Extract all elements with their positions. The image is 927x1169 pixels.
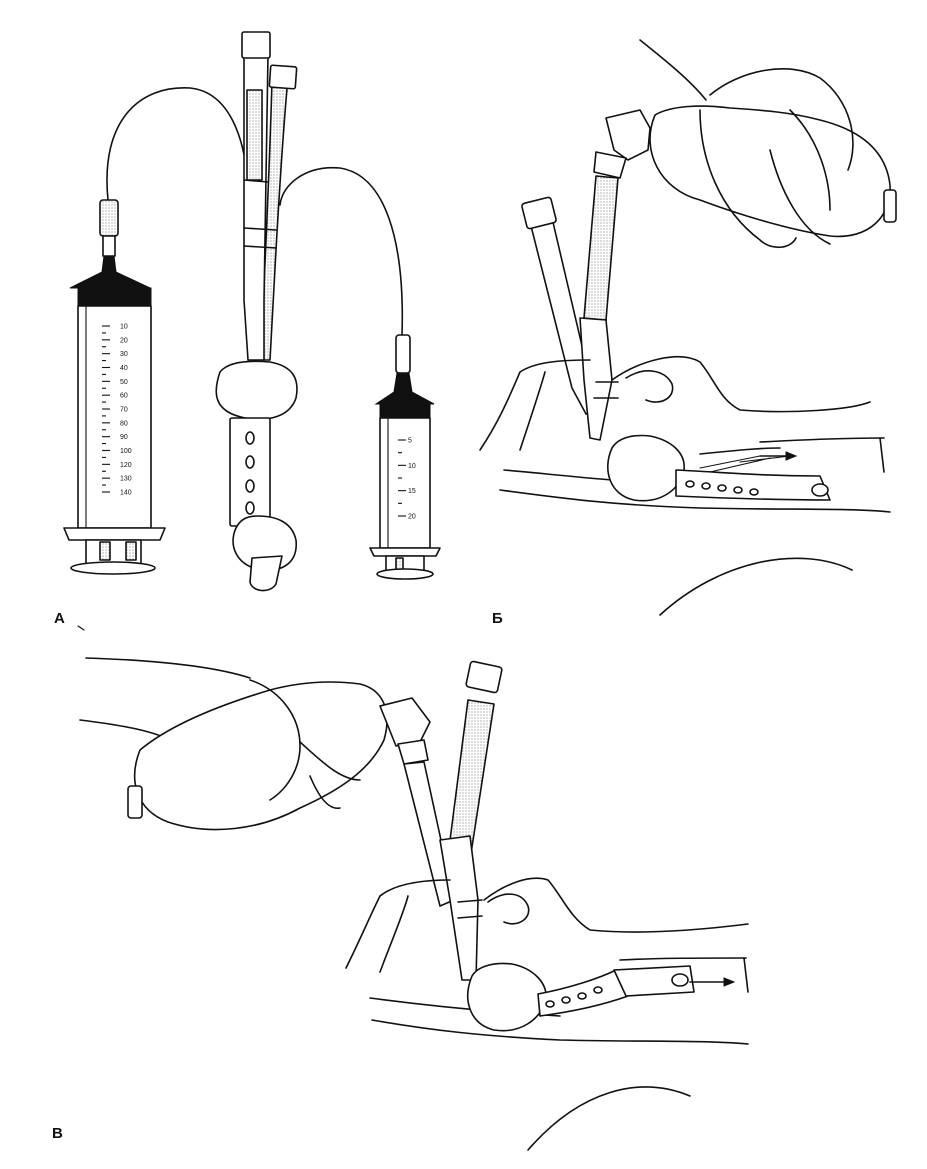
elbow-connector-v <box>379 697 431 765</box>
large-syringe-scale-label: 140 <box>120 490 132 497</box>
small-syringe-scale-label: 10 <box>408 463 416 470</box>
panel-label-v: В <box>52 1125 63 1142</box>
small-syringe-scale-label: 5 <box>408 438 412 445</box>
panel-label-b: Б <box>492 610 503 627</box>
pilot-line-large <box>106 87 249 201</box>
panel-a: 10 20 30 40 50 60 70 80 90 100 120 130 140 <box>54 31 441 631</box>
head-profile-v <box>345 877 749 1151</box>
pilot-line-small <box>279 166 404 336</box>
large-syringe: 10 20 30 40 50 60 70 80 90 100 120 130 140 <box>63 271 166 575</box>
large-syringe-scale-label: 90 <box>120 434 128 441</box>
panel-b: Б <box>479 39 897 627</box>
large-syringe-scale-label: 60 <box>120 393 128 400</box>
large-syringe-scale-label: 130 <box>120 476 132 483</box>
large-syringe-scale-label: 20 <box>120 337 128 344</box>
small-syringe-scale-label: 20 <box>408 514 416 521</box>
panel-label-a: А <box>54 610 65 627</box>
pharyngeal-cuff-v <box>467 962 547 1032</box>
large-syringe-scale-label: 80 <box>120 420 128 427</box>
large-syringe-scale-label: 120 <box>120 462 132 469</box>
combitube-in-airway-b <box>521 175 619 441</box>
hand-squeezing-bag-b <box>639 39 897 249</box>
large-syringe-connector <box>99 199 119 273</box>
small-syringe-scale: 5 10 15 20 <box>398 438 416 521</box>
large-syringe-scale-label: 40 <box>120 365 128 372</box>
large-syringe-scale-label: 100 <box>120 448 132 455</box>
large-syringe-scale-label: 30 <box>120 351 128 358</box>
combitube <box>215 31 298 592</box>
hand-squeezing-bag-v <box>79 657 388 831</box>
large-syringe-scale: 10 20 30 40 50 60 70 80 90 100 120 130 140 <box>102 324 132 497</box>
head-profile-b <box>479 356 891 616</box>
elbow-connector-b <box>593 109 651 179</box>
large-syringe-scale-label: 50 <box>120 379 128 386</box>
large-syringe-scale-label: 70 <box>120 407 128 414</box>
small-syringe: 5 10 15 20 <box>369 391 441 580</box>
small-syringe-scale-label: 15 <box>408 488 416 495</box>
proximal-cuff <box>215 360 298 420</box>
panel-v: В <box>52 657 749 1151</box>
combitube-in-airway-v <box>403 660 503 981</box>
pharyngeal-cuff-b <box>607 434 685 502</box>
large-syringe-scale-label: 10 <box>120 324 128 331</box>
small-syringe-connector <box>393 334 413 393</box>
